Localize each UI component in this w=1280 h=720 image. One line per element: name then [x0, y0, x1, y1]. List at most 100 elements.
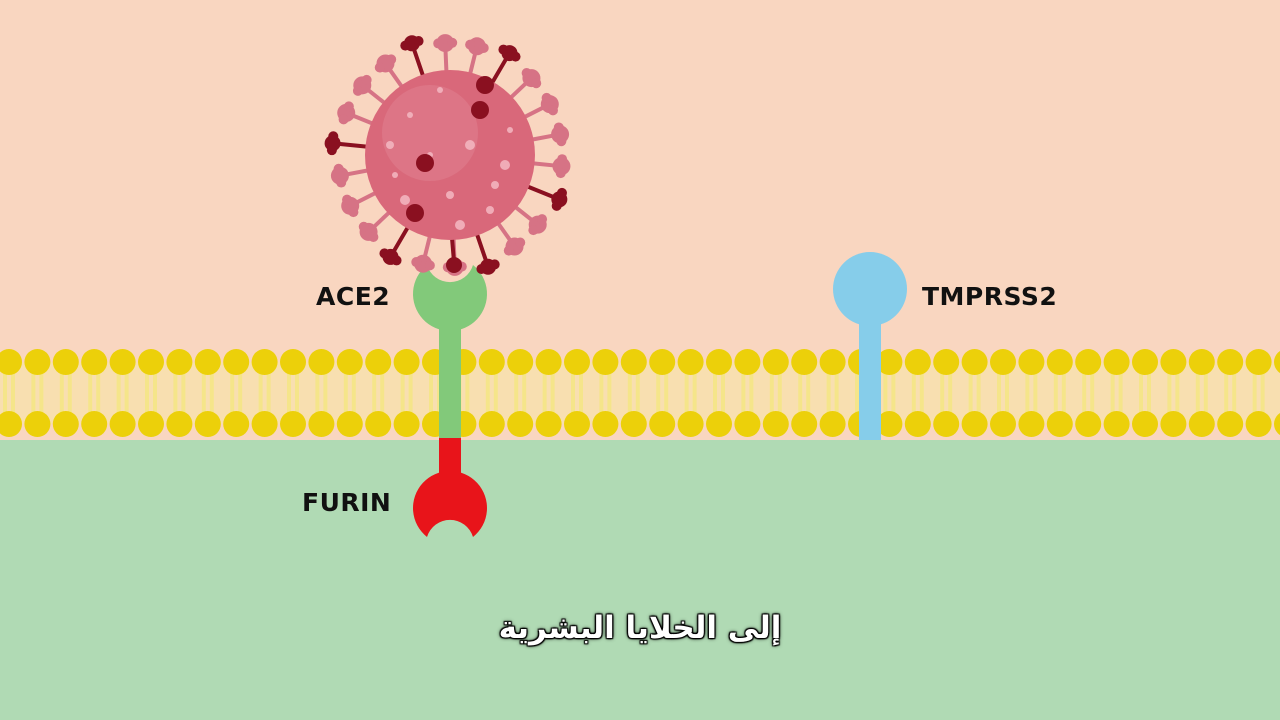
lipid-head [393, 349, 420, 375]
lipid-tail [749, 370, 754, 416]
lipid-tail [1053, 370, 1058, 416]
lipid-head [819, 411, 846, 437]
spike-tip [424, 260, 435, 271]
lipid-tail [67, 370, 72, 416]
lipid-tail [806, 370, 811, 416]
lipid-head [592, 349, 619, 375]
lipid-head [1274, 413, 1280, 435]
lipid-tail [834, 370, 839, 416]
lipid-head [336, 349, 363, 375]
spike-tip [391, 255, 402, 266]
lipid-tail [1082, 370, 1087, 416]
lipid-tail [266, 370, 271, 416]
surface-spike [476, 76, 494, 94]
lipid-tail [635, 370, 640, 416]
spike-tip [333, 163, 344, 174]
lipid-tail [599, 370, 604, 416]
spike-tip [476, 263, 487, 274]
lipid-head [280, 349, 306, 375]
lipid-tail [798, 370, 803, 416]
lipid-head [620, 411, 647, 437]
lipid-head [1075, 411, 1102, 437]
lipid-tail [919, 370, 924, 416]
lipid-head [365, 349, 392, 375]
surface-dot [455, 220, 465, 230]
lipid-head [592, 411, 619, 437]
lipid-tail [1147, 370, 1151, 416]
spike-tip [556, 136, 567, 147]
lipid-tail [607, 370, 612, 416]
lipid-head [251, 349, 278, 375]
ace2-receptor [413, 265, 487, 440]
lipid-tail [485, 370, 490, 416]
lipid-tail [287, 370, 291, 416]
lipid-tail [514, 370, 519, 416]
spike-tip [531, 78, 542, 89]
lipid-tail [692, 370, 697, 416]
lipid-tail [656, 370, 661, 416]
spike-tip [328, 131, 339, 142]
surface-dot [491, 181, 499, 189]
lipid-head [876, 349, 903, 375]
lipid-tail [209, 370, 214, 416]
furin-label: FURIN [302, 488, 392, 517]
lipid-tail [1061, 370, 1066, 416]
lipid-tail [153, 370, 157, 416]
lipid-tail [238, 370, 243, 416]
lipid-tail [550, 370, 555, 416]
spike-tip [413, 36, 424, 47]
lipid-head [677, 349, 704, 375]
lipid-head [166, 411, 193, 437]
lipid-head [1160, 411, 1187, 437]
lipid-tail [826, 370, 831, 416]
lipid-head [81, 411, 108, 437]
spike-tip [352, 85, 363, 96]
lipid-tail [1252, 370, 1257, 416]
spike-tip [537, 214, 548, 225]
lipid-head [194, 411, 221, 437]
spike-tip [521, 68, 532, 79]
furin-protease [413, 438, 487, 537]
cell-membrane [0, 349, 1280, 437]
lipid-tail [891, 370, 896, 416]
lipid-head [478, 411, 505, 437]
lipid-tail [59, 370, 64, 416]
lipid-tail [173, 370, 178, 416]
lipid-tail [571, 370, 575, 416]
lipid-tail [684, 370, 689, 416]
lipid-tail [1118, 370, 1123, 416]
lipid-head [24, 411, 51, 437]
spike-tip [358, 221, 369, 232]
bound-spike-tip [446, 257, 462, 273]
lipid-head [1018, 349, 1045, 375]
lipid-head [1046, 349, 1073, 375]
lipid-tail [124, 370, 129, 416]
lipid-tail [883, 370, 888, 416]
spike-tip [342, 194, 353, 205]
spike-tip [547, 105, 558, 116]
lipid-head [1274, 351, 1280, 373]
lipid-head [933, 411, 960, 437]
lipid-head [564, 411, 590, 437]
lipid-tail [258, 370, 263, 416]
lipid-head [194, 349, 221, 375]
lipid-head [649, 349, 676, 375]
lipid-tail [315, 370, 320, 416]
lipid-head [1018, 411, 1045, 437]
lipid-head [0, 349, 22, 375]
lipid-tail [88, 370, 93, 416]
spike-tip [368, 231, 379, 242]
lipid-head [1188, 411, 1215, 437]
lipid-head [365, 411, 392, 437]
spike-tip [338, 114, 349, 125]
lipid-tail [855, 370, 859, 416]
lipid-head [280, 411, 306, 437]
lipid-head [138, 411, 164, 437]
surface-dot [465, 140, 475, 150]
lipid-tail [1232, 370, 1237, 416]
surface-dot [392, 172, 398, 178]
lipid-head [308, 349, 335, 375]
lipid-tail [769, 370, 774, 416]
surface-spike [471, 101, 489, 119]
spike-tip [553, 122, 564, 133]
